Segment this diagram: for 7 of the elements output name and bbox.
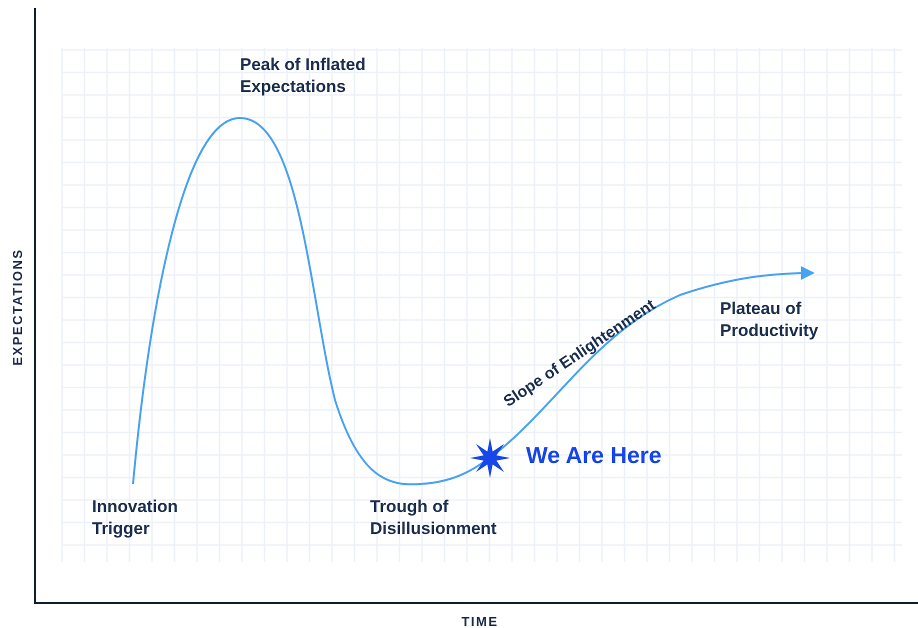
axis-title: EXPECTATIONS — [9, 247, 26, 367]
stage-label: Trough of Disillusionment — [370, 496, 498, 540]
stage-label: Innovation Trigger — [92, 496, 179, 540]
stage-label: Peak of Inflated Expectations — [240, 54, 367, 98]
marker-label: We Are Here — [526, 444, 663, 466]
axis-title: TIME — [460, 613, 500, 628]
stage-label: Plateau of Productivity — [720, 298, 820, 342]
